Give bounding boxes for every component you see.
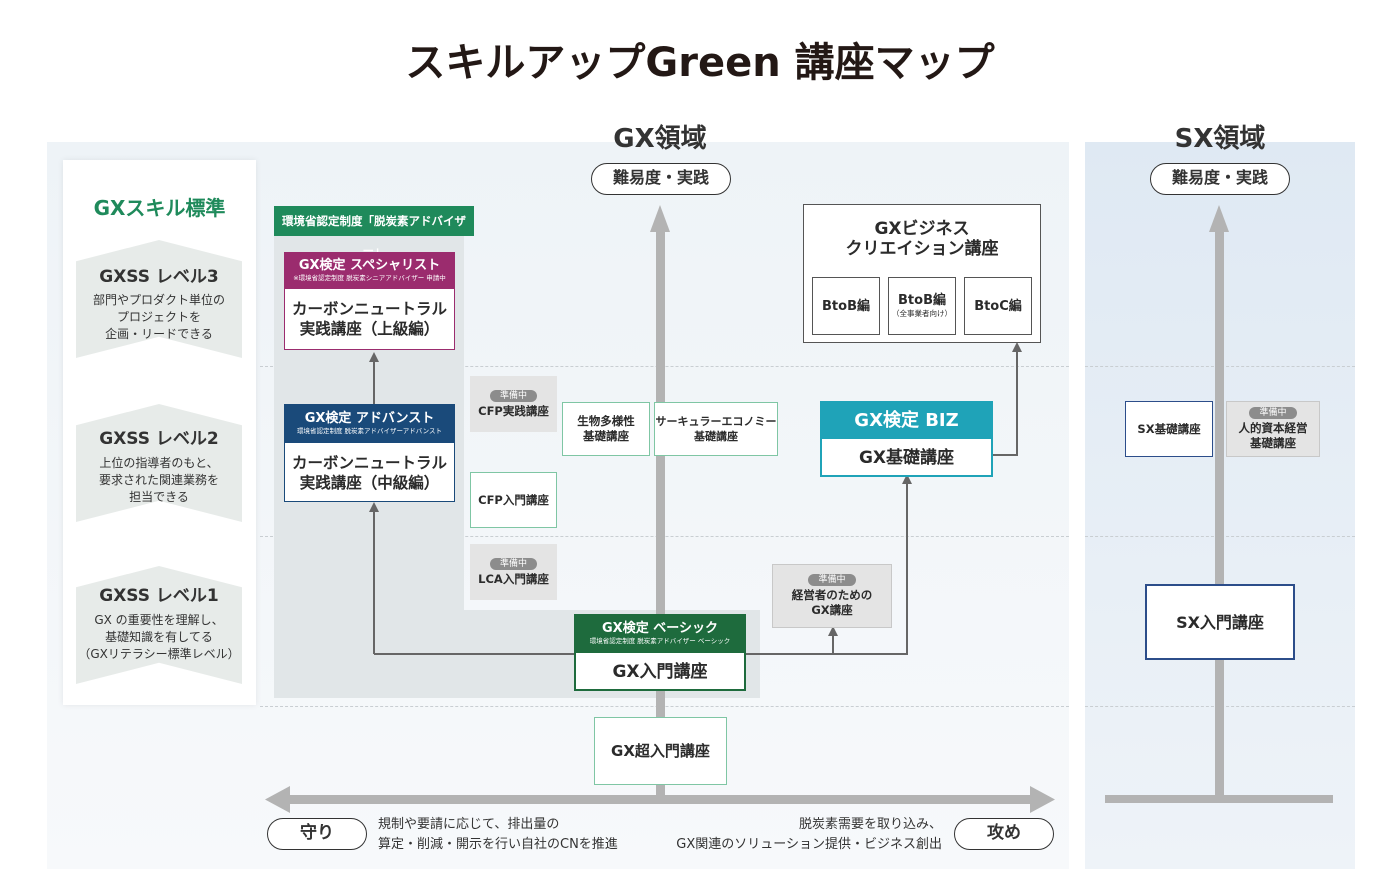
left-arrowhead xyxy=(265,786,290,813)
btoc-course[interactable]: BtoC編 xyxy=(964,277,1032,335)
connector-basic-to-biz xyxy=(746,482,908,655)
sx-axis-pill: 難易度・実践 xyxy=(1150,163,1290,195)
arrowhead-specialist xyxy=(369,352,379,362)
btob-course[interactable]: BtoB編 xyxy=(812,277,880,335)
defense-note: 規制や要請に応じて、排出量の 算定・削減・開示を行い自社のCNを推進 xyxy=(378,817,618,852)
basic-course-card[interactable]: GX検定 ベーシック 環境省認定制度 脱炭素アドバイザー ベーシック GX入門講… xyxy=(574,614,746,691)
level1-desc: GX の重要性を理解し、 基礎知識を有してる （GXリテラシー標準レベル） xyxy=(78,613,240,661)
gx-axis-line xyxy=(656,230,665,798)
right-arrowhead xyxy=(1030,786,1055,813)
page-title: スキルアップGreen 講座マップ xyxy=(405,40,995,86)
business-creation-title: GXビジネス クリエイション講座 xyxy=(845,219,999,259)
gx-axis-arrowhead xyxy=(650,205,670,232)
arrowhead-advanced xyxy=(369,502,379,512)
biodiversity-course[interactable]: 生物多様性 基礎講座 xyxy=(562,402,650,456)
executives-gx-course[interactable]: 準備中 経営者のための GX講座 xyxy=(772,564,892,628)
advanced-header: GX検定 アドバンスト 環境省認定制度 脱炭素アドバイザーアドバンスト xyxy=(285,405,454,443)
specialist-course-card[interactable]: GX検定 スペシャリスト ※環境省認定制度 脱炭素シニアアドバイザー 申請中 カ… xyxy=(284,252,455,350)
advanced-course-name: カーボンニュートラル 実践講座（中級編） xyxy=(291,454,447,492)
level3-name: GXSS レベル3 xyxy=(99,267,219,287)
level2-name: GXSS レベル2 xyxy=(99,429,219,449)
sx-basic-course[interactable]: SX基礎講座 xyxy=(1125,401,1213,457)
gx-super-intro-course[interactable]: GX超入門講座 xyxy=(594,717,727,785)
human-capital-course[interactable]: 準備中 人的資本経営 基礎講座 xyxy=(1226,401,1320,457)
level3-desc: 部門やプロダクト単位の プロジェクトを 企画・リードできる xyxy=(92,293,225,341)
biz-header: GX検定 BIZ xyxy=(822,403,991,439)
arrowhead-creation xyxy=(1012,342,1022,352)
sx-axis-line xyxy=(1215,230,1224,798)
sx-intro-course[interactable]: SX入門講座 xyxy=(1145,584,1295,660)
sx-base-line xyxy=(1105,795,1333,803)
sx-axis-arrowhead xyxy=(1209,205,1229,232)
biz-course-name: GX基礎講座 xyxy=(858,448,955,468)
sx-region-title: SX領域 xyxy=(1174,124,1266,154)
circular-economy-course[interactable]: サーキュラーエコノミー 基礎講座 xyxy=(654,402,778,456)
cfp-intro-course[interactable]: CFP入門講座 xyxy=(470,472,557,528)
horizontal-axis-line xyxy=(288,795,1034,804)
basic-header: GX検定 ベーシック 環境省認定制度 脱炭素アドバイザー ベーシック xyxy=(576,616,744,653)
basic-course-name: GX入門講座 xyxy=(612,662,708,682)
biz-course-card[interactable]: GX検定 BIZ GX基礎講座 xyxy=(820,401,993,477)
cfp-practice-course[interactable]: 準備中 CFP実践講座 xyxy=(470,376,557,432)
specialist-header: GX検定 スペシャリスト ※環境省認定制度 脱炭素シニアアドバイザー 申請中 xyxy=(285,253,454,289)
gx-axis-pill: 難易度・実践 xyxy=(591,163,731,195)
gx-region-title: GX領域 xyxy=(613,124,707,154)
gx-skill-standard-title: GXスキル標準 xyxy=(93,196,226,220)
level1-name: GXSS レベル1 xyxy=(99,586,219,606)
defense-pill: 守り xyxy=(267,818,367,850)
offense-pill: 攻め xyxy=(954,818,1054,850)
btob-all-course[interactable]: BtoB編 （全事業者向け） xyxy=(888,277,956,335)
lca-intro-course[interactable]: 準備中 LCA入門講座 xyxy=(470,544,557,600)
advanced-course-card[interactable]: GX検定 アドバンスト 環境省認定制度 脱炭素アドバイザーアドバンスト カーボン… xyxy=(284,404,455,502)
level2-desc: 上位の指導者のもと、 要求された関連業務を 担当できる xyxy=(98,456,219,504)
arrowhead-biz xyxy=(902,474,912,484)
connector-biz-to-creation xyxy=(993,352,1018,456)
offense-note: 脱炭素需要を取り込み、 GX関連のソリューション提供・ビジネス創出 xyxy=(676,817,942,852)
arrowhead-executives xyxy=(828,626,838,636)
specialist-course-name: カーボンニュートラル 実践講座（上級編） xyxy=(291,300,447,338)
